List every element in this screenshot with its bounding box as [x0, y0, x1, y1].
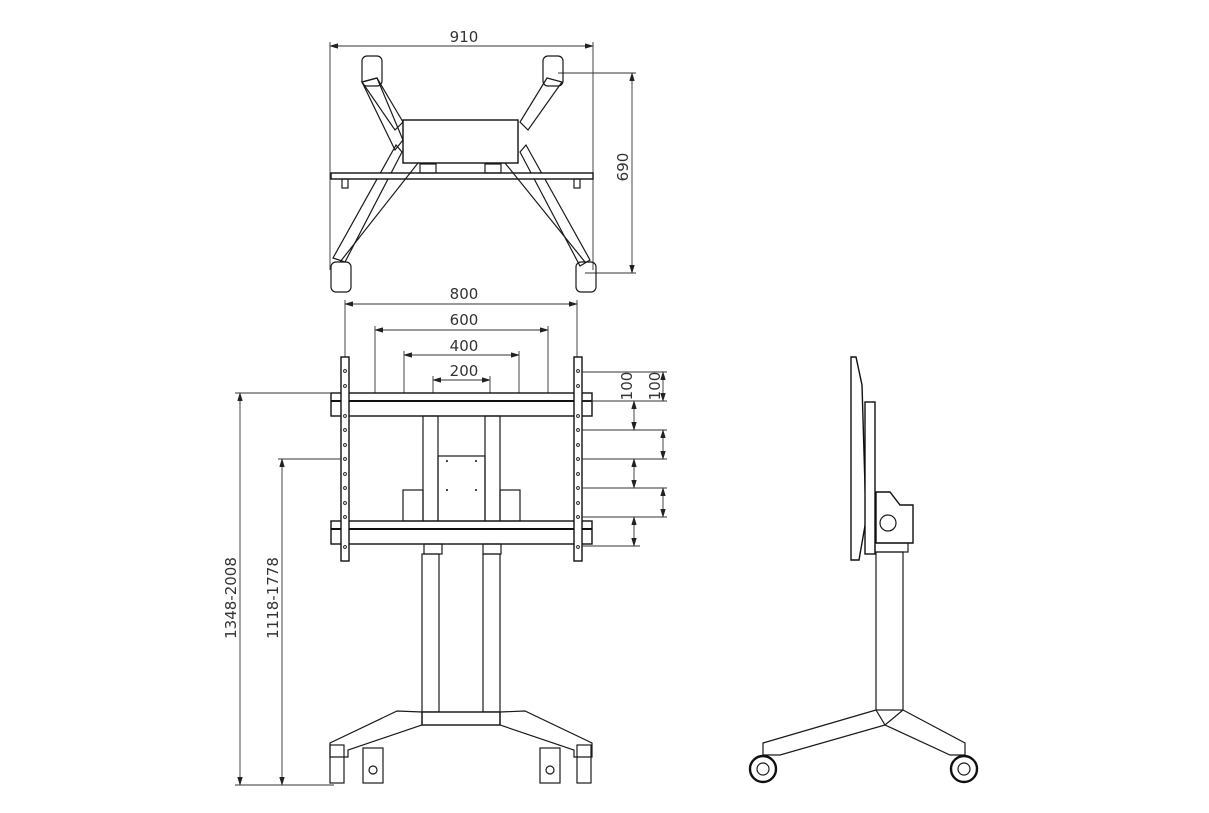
dim-100-a: 100	[618, 372, 636, 401]
dim-910: 910	[450, 28, 479, 46]
dim-600: 600	[450, 311, 479, 329]
dim-center-height: 1118-1778	[264, 557, 282, 639]
front-view: 800 600 400 200	[222, 285, 667, 786]
side-view	[748, 356, 979, 784]
dim-690: 690	[614, 153, 632, 182]
dim-400: 400	[450, 337, 479, 355]
dim-200: 200	[450, 362, 479, 380]
dim-800: 800	[450, 285, 479, 303]
top-view: 910 690	[329, 28, 636, 293]
dim-total-height: 1348-2008	[222, 557, 240, 639]
dim-100-b: 100	[646, 372, 664, 401]
bracket-holes	[343, 369, 580, 549]
